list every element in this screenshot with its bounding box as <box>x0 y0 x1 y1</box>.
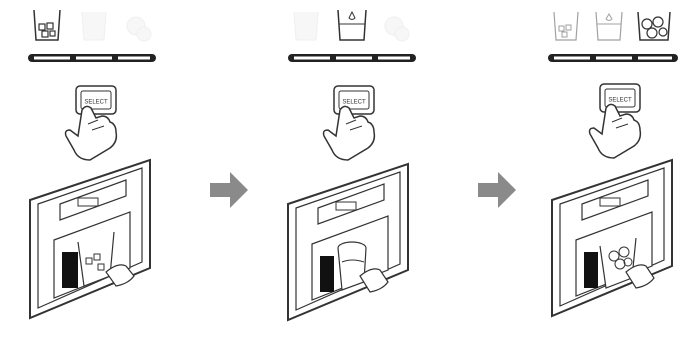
cubed-ice-icon <box>554 12 578 40</box>
cubed-ice-icon <box>34 10 60 40</box>
dispenser-opening <box>320 256 334 292</box>
next-step-arrow-icon <box>210 170 248 210</box>
step-1-panel: SELECT <box>18 0 178 337</box>
mode-icons-row <box>554 12 670 40</box>
mode-icons-row <box>294 10 409 41</box>
crushed-ice-icon <box>127 17 151 41</box>
mode-indicator-bar <box>548 54 678 62</box>
crushed-ice-icon <box>638 12 670 40</box>
water-icon <box>596 12 622 40</box>
dispenser-unit <box>30 160 150 318</box>
next-step-arrow-icon <box>478 170 516 210</box>
step-3-illustration: SELECT <box>534 0 682 337</box>
water-icon <box>338 10 366 40</box>
select-button-label: SELECT <box>608 98 632 104</box>
cup-icon <box>338 242 366 290</box>
dispenser-opening <box>62 252 78 288</box>
step-1-illustration: SELECT <box>18 0 178 337</box>
select-button-label: SELECT <box>84 100 108 106</box>
dispenser-unit <box>288 164 408 320</box>
step-3-panel: SELECT <box>534 0 682 337</box>
mode-indicator-bar <box>288 54 416 62</box>
water-icon <box>82 12 106 40</box>
dispenser-opening <box>584 252 598 288</box>
mode-indicator-bar <box>28 54 156 62</box>
mode-icons-row <box>34 10 151 41</box>
dispenser-unit <box>552 160 672 316</box>
cubed-ice-icon <box>294 12 318 40</box>
select-button-label: SELECT <box>342 100 366 106</box>
step-2-illustration: SELECT <box>276 0 436 337</box>
crushed-ice-icon <box>385 17 409 41</box>
step-2-panel: SELECT <box>276 0 436 337</box>
